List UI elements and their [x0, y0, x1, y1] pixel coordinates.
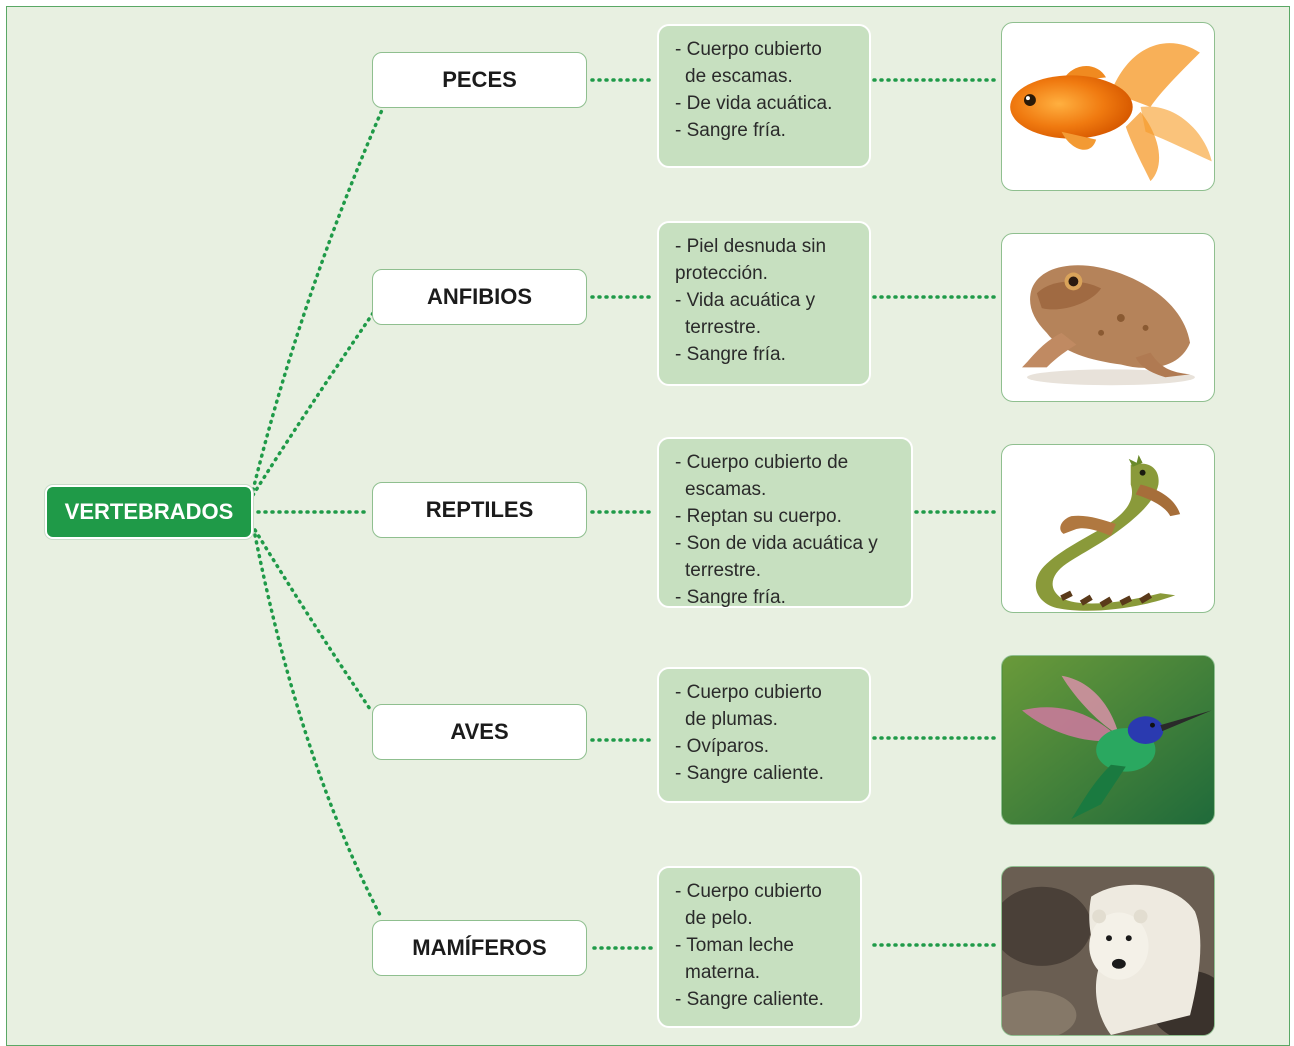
description-line: - Piel desnuda sin: [675, 233, 855, 260]
class-label-aves: AVES: [450, 719, 508, 745]
hummingbird-icon: [1002, 656, 1214, 824]
description-box-aves: - Cuerpo cubierto de plumas. - Ovíparos.…: [657, 667, 871, 803]
connector-root-mamiferos: [255, 535, 380, 915]
description-line: materna.: [675, 959, 846, 986]
description-line: - Cuerpo cubierto: [675, 36, 855, 63]
description-box-mamiferos: - Cuerpo cubierto de pelo. - Toman leche…: [657, 866, 862, 1028]
description-line: - Sangre fría.: [675, 117, 855, 144]
root-node-vertebrados: VERTEBRADOS: [45, 485, 253, 539]
description-line: - Son de vida acuática y: [675, 530, 897, 557]
description-line: - Toman leche: [675, 932, 846, 959]
polar-bear-icon: [1002, 867, 1214, 1035]
description-line: - Cuerpo cubierto de: [675, 449, 897, 476]
goldfish-image: [1001, 22, 1215, 191]
class-box-reptiles: REPTILES: [372, 482, 587, 538]
class-box-aves: AVES: [372, 704, 587, 760]
iguana-image: [1001, 444, 1215, 613]
description-line: - Sangre fría.: [675, 584, 897, 611]
description-line: terrestre.: [675, 557, 897, 584]
description-line: terrestre.: [675, 314, 855, 341]
class-label-mamiferos: MAMÍFEROS: [412, 935, 546, 961]
description-line: - Cuerpo cubierto: [675, 679, 855, 706]
description-line: - Sangre caliente.: [675, 760, 855, 787]
description-line: - Cuerpo cubierto: [675, 878, 846, 905]
description-box-reptiles: - Cuerpo cubierto de escamas. - Reptan s…: [657, 437, 913, 608]
root-label: VERTEBRADOS: [65, 499, 234, 525]
goldfish-icon: [1002, 23, 1214, 190]
connector-root-aves: [255, 530, 372, 712]
toad-image: [1001, 233, 1215, 402]
connector-root-peces: [253, 110, 382, 490]
description-box-anfibios: - Piel desnuda sin protección. - Vida ac…: [657, 221, 871, 386]
description-line: de plumas.: [675, 706, 855, 733]
class-label-anfibios: ANFIBIOS: [427, 284, 532, 310]
description-line: de pelo.: [675, 905, 846, 932]
description-line: escamas.: [675, 476, 897, 503]
polar-bear-image: [1001, 866, 1215, 1036]
description-line: protección.: [675, 260, 855, 287]
class-label-reptiles: REPTILES: [426, 497, 534, 523]
description-line: - Ovíparos.: [675, 733, 855, 760]
class-box-anfibios: ANFIBIOS: [372, 269, 587, 325]
class-box-mamiferos: MAMÍFEROS: [372, 920, 587, 976]
class-box-peces: PECES: [372, 52, 587, 108]
description-line: - Vida acuática y: [675, 287, 855, 314]
description-line: - De vida acuática.: [675, 90, 855, 117]
connector-root-anfibios: [253, 300, 382, 495]
description-line: - Sangre caliente.: [675, 986, 846, 1013]
description-line: - Reptan su cuerpo.: [675, 503, 897, 530]
description-line: de escamas.: [675, 63, 855, 90]
hummingbird-image: [1001, 655, 1215, 825]
toad-icon: [1002, 234, 1214, 401]
class-label-peces: PECES: [442, 67, 517, 93]
description-box-peces: - Cuerpo cubierto de escamas. - De vida …: [657, 24, 871, 168]
iguana-icon: [1002, 445, 1214, 612]
description-line: - Sangre fría.: [675, 341, 855, 368]
